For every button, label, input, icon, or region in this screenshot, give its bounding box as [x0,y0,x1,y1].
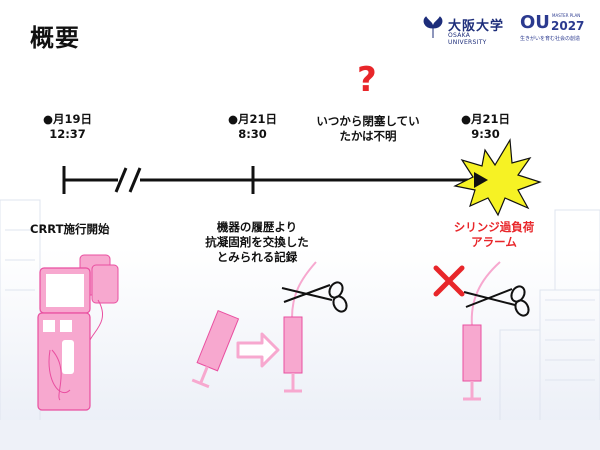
timeline-line [62,166,480,194]
record-note-line3: とみられる記録 [216,250,298,264]
alarm-syringe-icon [462,261,501,401]
crrt-machine-icon [37,254,119,411]
record-note: 機器の履歴より 抗凝固剤を交換した とみられる記録 [198,220,316,265]
record-note-line2: 抗凝固剤を交換した [205,235,309,249]
osaka-university-logo: 大阪大学 OSAKA UNIVERSITY [420,12,510,46]
timeline-point-1: ●月19日 12:37 [40,112,95,142]
timeline-arrowhead [474,172,488,188]
osaka-logo-en: OSAKA UNIVERSITY [448,32,487,46]
unknown-note-line1: いつから閉塞してい [316,114,420,128]
ou-logo-text: OU [520,12,550,33]
timeline-point-2: ●月21日 8:30 [225,112,280,142]
collision-burst-icon [453,138,542,217]
alarm-label: シリンジ過負荷 アラーム [440,220,548,250]
alarm-label-line2: アラーム [471,235,517,249]
crrt-start-label: CRRT施行開始 [30,222,110,236]
timeline-point-3: ●月21日 9:30 [458,112,513,142]
timeline-date-2: ●月21日 [227,112,278,126]
alarm-label-line1: シリンジ過負荷 [453,220,535,234]
timeline-time-2: 8:30 [238,127,267,141]
timeline-time-3: 9:30 [471,127,500,141]
alarm-scissors-icon [463,285,530,317]
scissors-icon [281,281,348,313]
unknown-note-line2: たかは不明 [339,129,397,143]
timeline-time-1: 12:37 [49,127,86,141]
ou-logo-year: 2027 [551,19,585,33]
ou-masterplan-logo: OU MASTER PLAN 2027 生きがいを育む社会の創造 [520,12,590,44]
ou-logo-masterplan: MASTER PLAN [552,13,581,18]
ou-logo-tagline: 生きがいを育む社会の創造 [520,36,581,42]
old-syringe-icon [191,310,240,389]
record-note-line1: 機器の履歴より [216,220,298,234]
cross-mark-icon [433,265,465,297]
new-syringe-icon [283,261,317,393]
exchange-arrow-icon [236,332,280,368]
timeline-date-3: ●月21日 [460,112,511,126]
unknown-occlusion-note: いつから閉塞してい たかは不明 [308,114,428,144]
slide-title: 概要 [30,24,80,52]
timeline-date-1: ●月19日 [42,112,93,126]
osaka-logo-jp: 大阪大学 [448,19,505,34]
question-mark: ? [357,60,377,100]
ginkgo-icon [423,16,443,38]
